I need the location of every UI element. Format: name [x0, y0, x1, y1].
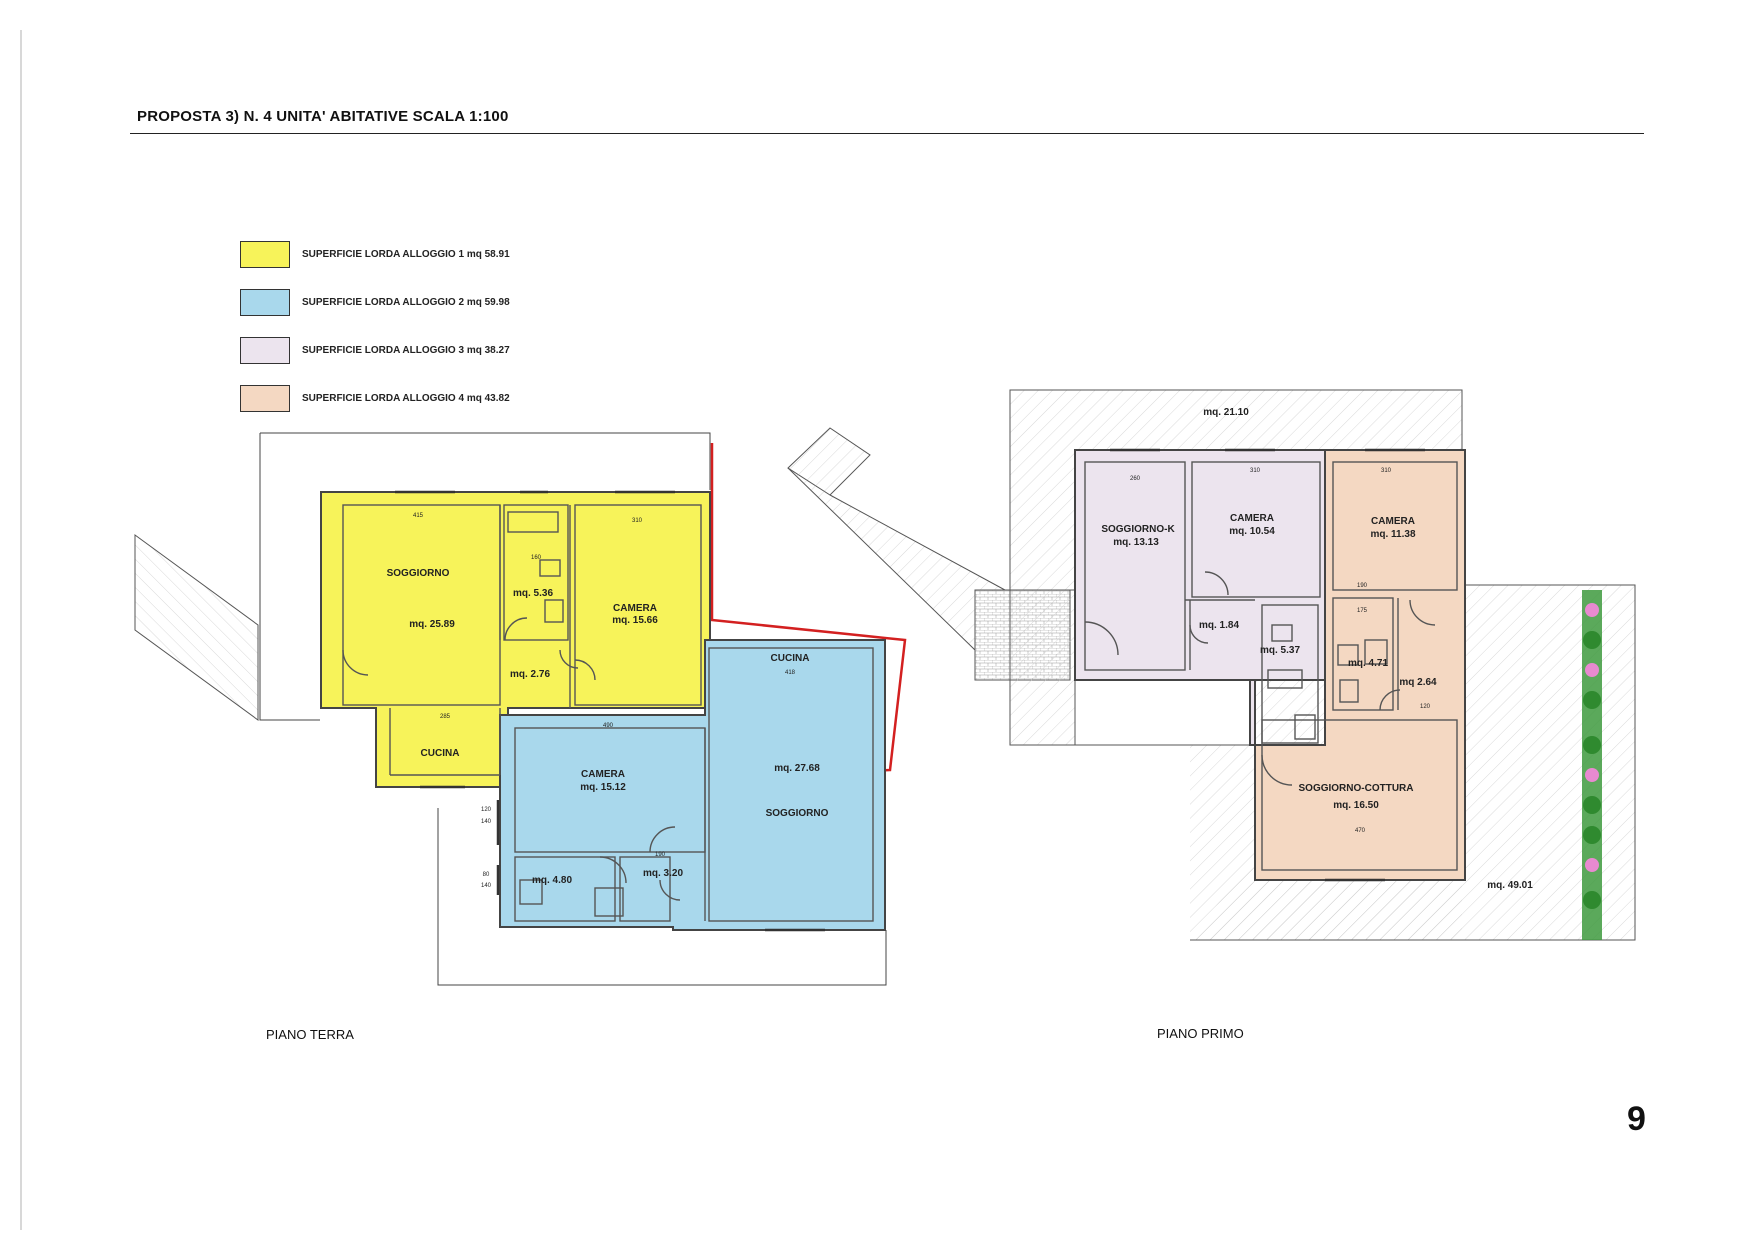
first-floor-plan: mq. 21.10 mq. 49.01 SOGGIORNO-K mq. 13.1… [787, 389, 1636, 941]
room-area: mq. 4.71 [1348, 658, 1388, 669]
ground-floor-plan: SOGGIORNO mq. 25.89 mq. 5.36 CAMERA mq. … [134, 432, 907, 986]
room-label: SOGGIORNO-COTTURA [1299, 783, 1414, 794]
terrace-left [1009, 589, 1076, 746]
first-floor-label: PIANO PRIMO [1157, 1026, 1244, 1041]
legend-label: SUPERFICIE LORDA ALLOGGIO 1 mq 58.91 [302, 249, 510, 260]
room-area: mq. 25.89 [409, 619, 455, 630]
dimension-label: 415 [413, 513, 424, 519]
room-area: mq. 16.50 [1333, 800, 1379, 811]
page-title: PROPOSTA 3) N. 4 UNITA' ABITATIVE SCALA … [137, 108, 509, 125]
header-divider [130, 133, 1644, 134]
legend-item-alloggio-4: SUPERFICIE LORDA ALLOGGIO 4 mq 43.82 [240, 385, 510, 412]
room-label: SOGGIORNO [766, 808, 829, 819]
room-area: mq. 5.37 [1260, 645, 1300, 656]
room-label: SOGGIORNO-K [1101, 524, 1175, 535]
dimension-label: 310 [632, 518, 643, 524]
page-number: 9 [1627, 1100, 1646, 1138]
room-area: mq. 15.66 [612, 615, 658, 626]
unit-4-area [1254, 449, 1466, 881]
room-area: mq. 4.80 [532, 875, 572, 886]
room-label: CAMERA [1230, 513, 1274, 524]
dimension-label: 80 [483, 872, 490, 878]
legend-label: SUPERFICIE LORDA ALLOGGIO 3 mq 38.27 [302, 345, 510, 356]
room-label: CUCINA [771, 653, 810, 664]
room-area: mq. 1.84 [1199, 620, 1239, 631]
dimension-label: 310 [1381, 468, 1392, 474]
room-area: mq. 11.38 [1370, 529, 1415, 540]
site-outline-bottom [437, 808, 887, 986]
ground-floor-label: PIANO TERRA [266, 1027, 354, 1042]
dimension-label: 120 [1420, 704, 1431, 710]
legend-item-alloggio-2: SUPERFICIE LORDA ALLOGGIO 2 mq 59.98 [240, 289, 510, 316]
room-area: mq. 27.68 [774, 763, 820, 774]
dimension-label: 175 [1357, 608, 1368, 614]
room-area: mq. 10.54 [1229, 526, 1275, 537]
legend-item-alloggio-1: SUPERFICIE LORDA ALLOGGIO 1 mq 58.91 [240, 241, 510, 268]
room-area: mq. 2.76 [510, 669, 550, 680]
room-label: CAMERA [613, 603, 657, 614]
legend-swatch [240, 385, 290, 412]
room-label: CAMERA [1371, 516, 1415, 527]
page-margin-line [20, 30, 22, 1230]
staircase [787, 427, 871, 496]
legend-swatch [240, 289, 290, 316]
room-area: mq 2.64 [1399, 677, 1437, 688]
dimension-label: 140 [481, 883, 492, 889]
dimension-label: 160 [531, 555, 542, 561]
dimension-label: 190 [1357, 583, 1368, 589]
dimension-label: 470 [1355, 828, 1366, 834]
dimension-label: 418 [785, 670, 796, 676]
room-area: mq. 13.13 [1113, 537, 1159, 548]
room-label: SOGGIORNO [387, 568, 450, 579]
room-label: CUCINA [421, 748, 460, 759]
room-area: mq. 15.12 [580, 782, 626, 793]
site-outline-top [260, 432, 711, 490]
legend-swatch [240, 241, 290, 268]
legend: SUPERFICIE LORDA ALLOGGIO 1 mq 58.91 SUP… [240, 241, 510, 412]
hedge [1582, 590, 1602, 940]
dimension-label: 285 [440, 714, 451, 720]
dimension-label: 120 [481, 807, 492, 813]
site-outline [259, 433, 320, 721]
terrace-area: mq. 49.01 [1487, 880, 1533, 891]
room-label: CAMERA [581, 769, 625, 780]
room-area: mq. 5.36 [513, 588, 553, 599]
dimension-label: 490 [603, 723, 614, 729]
dimension-label: 310 [1250, 468, 1261, 474]
legend-label: SUPERFICIE LORDA ALLOGGIO 4 mq 43.82 [302, 393, 510, 404]
dimension-label: 260 [1130, 476, 1141, 482]
ramp-left [134, 534, 259, 721]
legend-label: SUPERFICIE LORDA ALLOGGIO 2 mq 59.98 [302, 297, 510, 308]
terrace-area: mq. 21.10 [1203, 407, 1249, 418]
legend-swatch [240, 337, 290, 364]
legend-item-alloggio-3: SUPERFICIE LORDA ALLOGGIO 3 mq 38.27 [240, 337, 510, 364]
dimension-label: 190 [655, 852, 666, 858]
room-area: mq. 3.20 [643, 868, 683, 879]
dimension-label: 140 [481, 819, 492, 825]
